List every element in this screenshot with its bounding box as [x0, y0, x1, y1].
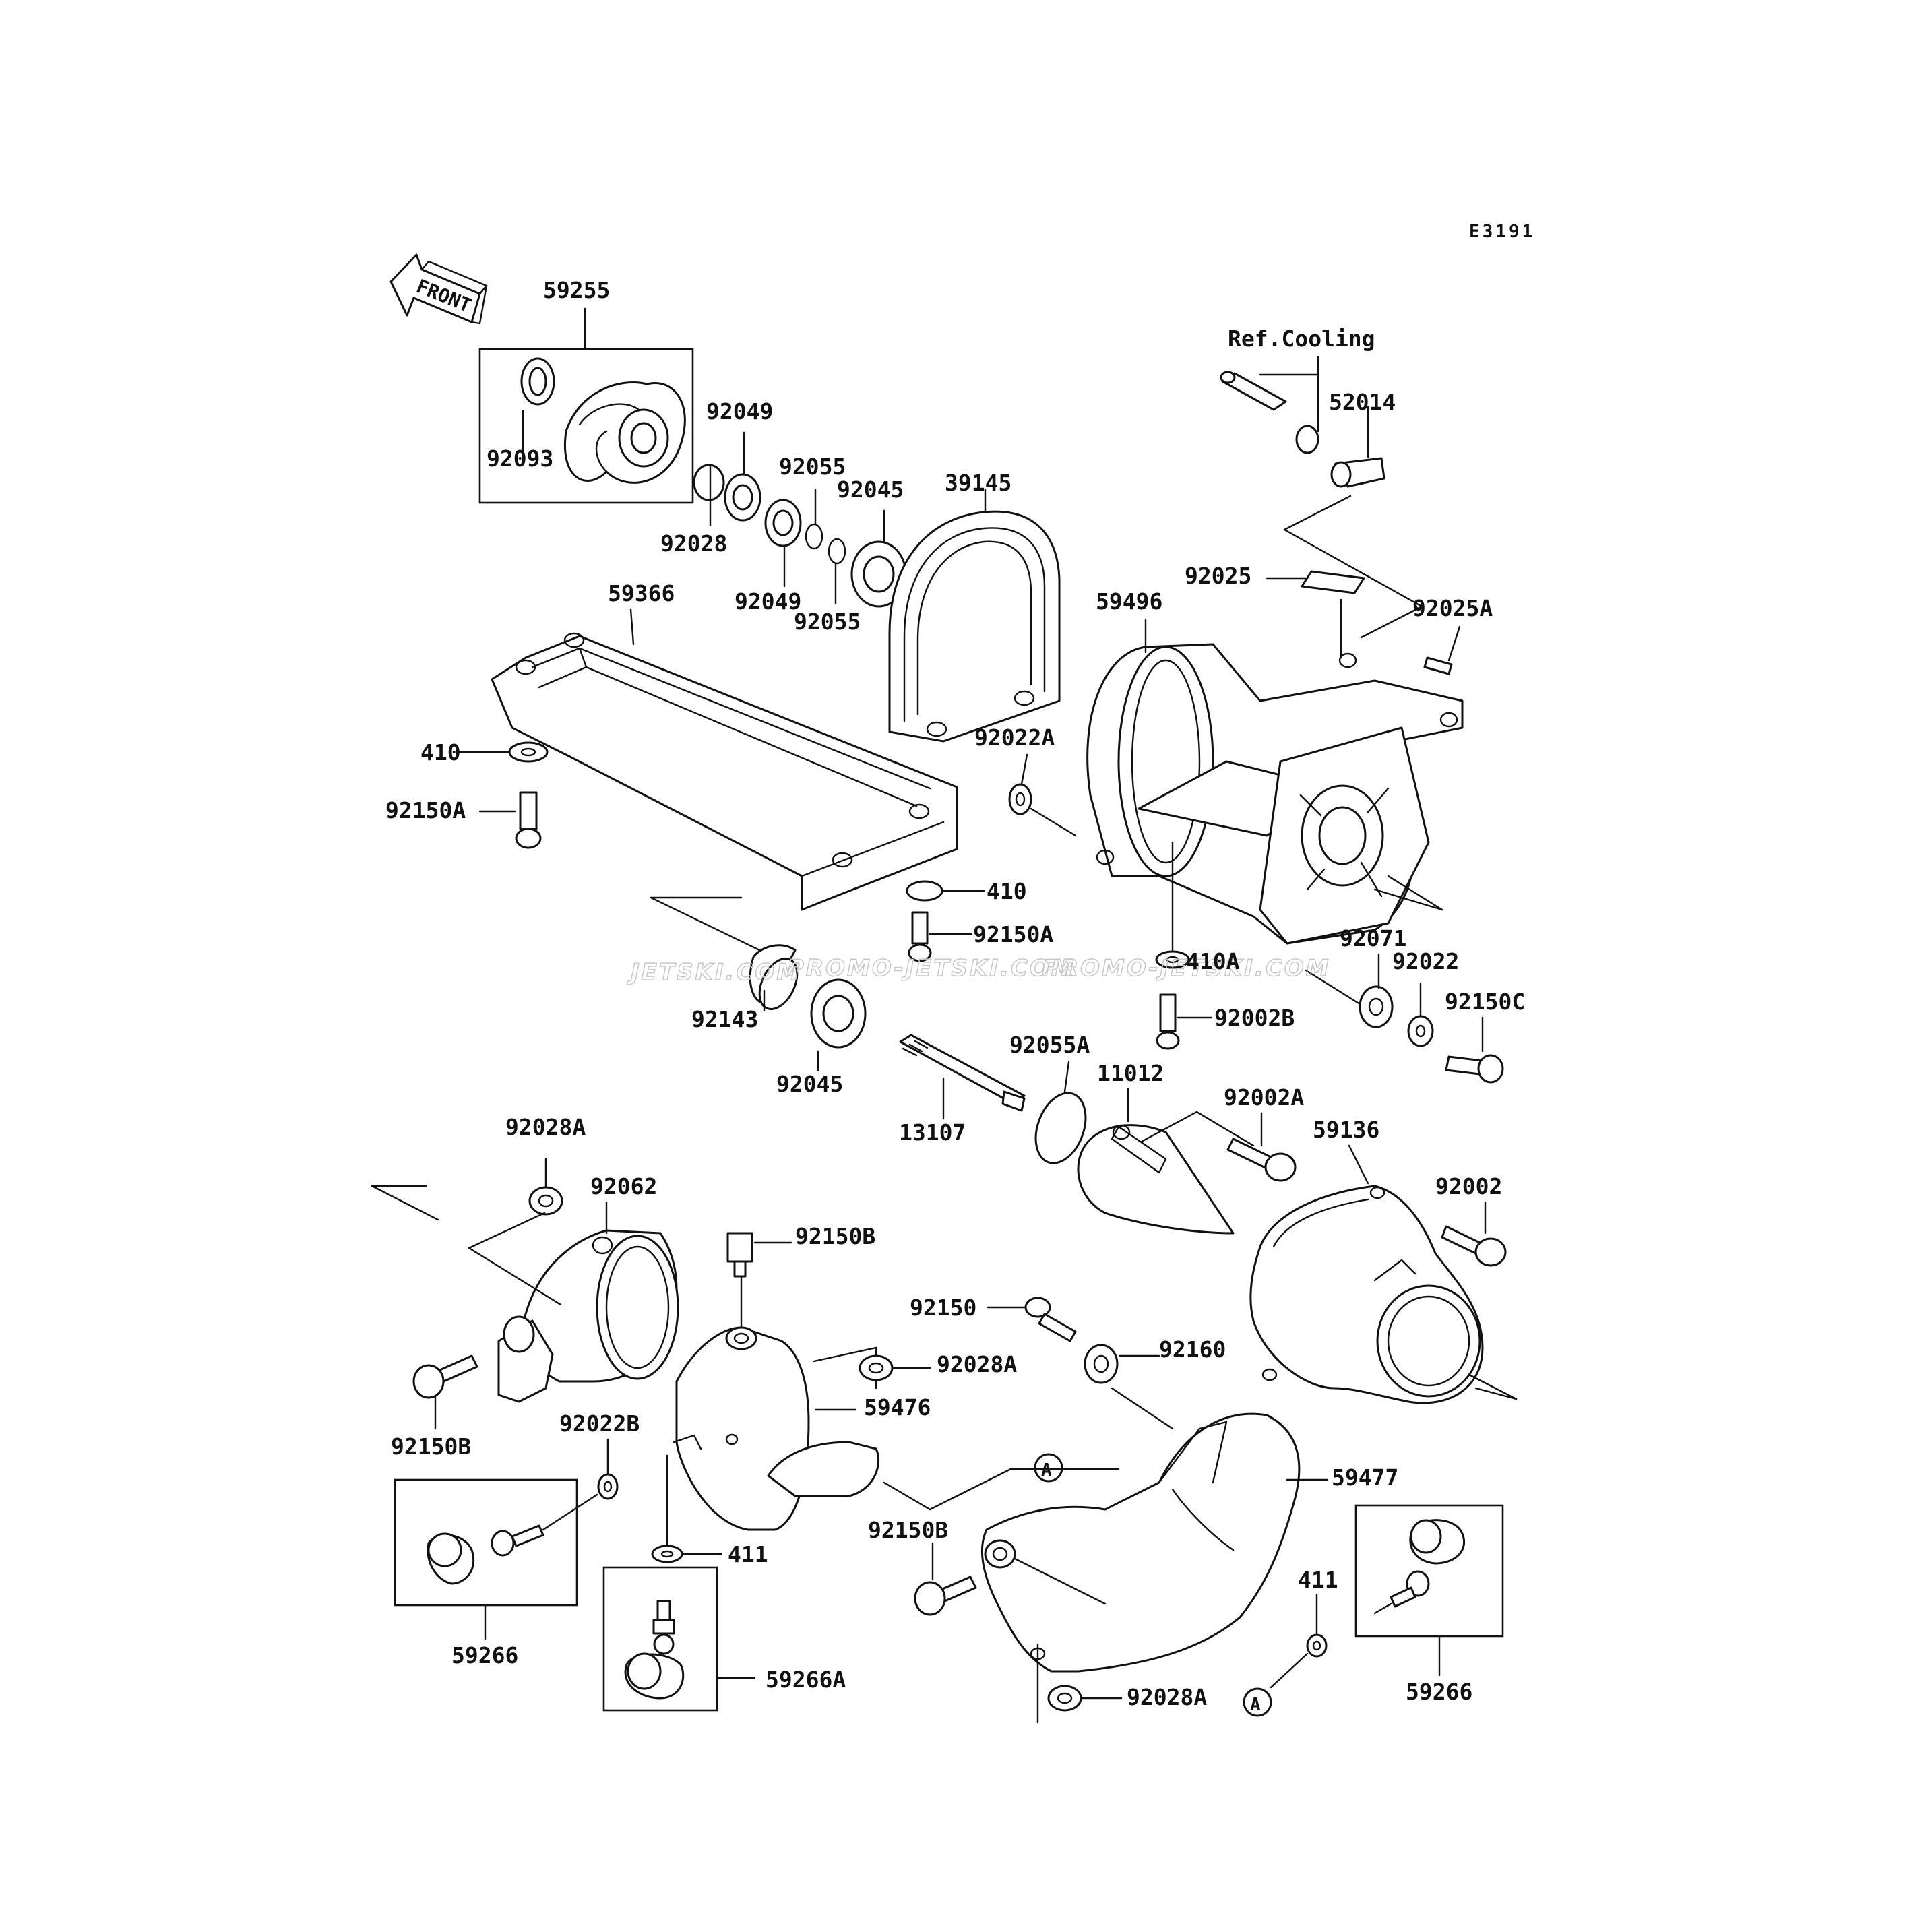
callout-92002b[interactable]: 92002B: [1214, 1005, 1295, 1031]
washers-right: [1008, 783, 1190, 969]
bolt-92150-bushing: [1024, 1297, 1119, 1384]
callout-92022a[interactable]: 92022A: [974, 724, 1055, 751]
callout-92045-bottom[interactable]: 92045: [776, 1071, 843, 1097]
callout-92045-top[interactable]: 92045: [837, 476, 904, 503]
pump-housing: [1086, 643, 1464, 945]
impeller-kit-box: [478, 348, 694, 504]
bracket-92062: [497, 1186, 679, 1403]
callout-labels: 59255 92093 92049 92028 92055 92045 9204…: [385, 277, 1525, 1710]
clip-plates: [1301, 570, 1453, 675]
connection-marker-a-upper: A: [1034, 1453, 1063, 1483]
washer-411-right: [1306, 1633, 1328, 1658]
drive-shaft: [899, 1034, 1026, 1112]
ref-cooling-label: Ref.Cooling: [1228, 325, 1375, 352]
bolt-92002b: [1156, 993, 1180, 1050]
trim-grip-left: [427, 1524, 544, 1585]
cooling-hose-fitting: [1220, 371, 1385, 488]
callout-59476[interactable]: 59476: [864, 1394, 931, 1421]
washers-left-lower: [597, 1473, 683, 1563]
callout-59477[interactable]: 59477: [1332, 1464, 1398, 1491]
callout-92093[interactable]: 92093: [487, 445, 553, 472]
callout-92150b-top[interactable]: 92150B: [795, 1223, 875, 1249]
callout-92002[interactable]: 92002: [1435, 1173, 1502, 1199]
callout-59496[interactable]: 59496: [1096, 588, 1162, 615]
stator-nozzle: [1077, 1124, 1235, 1235]
trim-grip-right: [1390, 1519, 1466, 1608]
callout-92160[interactable]: 92160: [1159, 1336, 1226, 1363]
callout-410a[interactable]: 410A: [1186, 948, 1240, 974]
rear-cover-59476: [673, 1326, 880, 1531]
callout-59266-right[interactable]: 59266: [1406, 1679, 1472, 1705]
bolt-92150b-top: [726, 1232, 753, 1278]
callout-92150a-left[interactable]: 92150A: [385, 797, 466, 823]
callout-39145[interactable]: 39145: [945, 470, 1011, 496]
callout-13107[interactable]: 13107: [899, 1119, 966, 1146]
diagram-code: E3191: [1469, 222, 1535, 242]
trim-kit-box-left: [394, 1478, 578, 1607]
reverse-bucket-59477: [981, 1412, 1301, 1673]
callout-411-right[interactable]: 411: [1298, 1567, 1338, 1593]
pump-frame: [491, 632, 958, 911]
impeller: [520, 357, 686, 484]
callout-92150[interactable]: 92150: [910, 1295, 976, 1321]
callout-92071[interactable]: 92071: [1340, 925, 1406, 952]
callout-92055-top[interactable]: 92055: [779, 454, 846, 480]
callout-92049-top[interactable]: 92049: [706, 398, 773, 425]
svg-text:A: A: [1041, 1460, 1052, 1481]
callout-92028[interactable]: 92028: [660, 530, 727, 557]
callout-411-left[interactable]: 411: [728, 1541, 768, 1567]
bolt-92150b-left: [412, 1354, 478, 1399]
callout-92150b-lower[interactable]: 92150B: [868, 1517, 948, 1543]
callout-92062[interactable]: 92062: [590, 1173, 657, 1199]
steering-nozzle: [1249, 1185, 1484, 1404]
callout-59136[interactable]: 59136: [1313, 1117, 1379, 1143]
callout-92143[interactable]: 92143: [691, 1006, 758, 1032]
trim-kit-box-a: [602, 1566, 718, 1712]
callout-59366[interactable]: 59366: [608, 580, 675, 606]
callout-11012[interactable]: 11012: [1097, 1060, 1164, 1086]
bolt-92002: [1441, 1225, 1507, 1267]
watermark-2: PROMO-JETSKI.COM: [787, 955, 1076, 982]
callout-92002a[interactable]: 92002A: [1224, 1084, 1304, 1111]
sleeve-bearing: [749, 944, 867, 1049]
watermark-1: JETSKI.COM: [627, 959, 801, 986]
callout-92025[interactable]: 92025: [1185, 563, 1251, 589]
callout-52014[interactable]: 52014: [1329, 389, 1396, 415]
callout-92150c[interactable]: 92150C: [1445, 989, 1525, 1015]
callout-92025a[interactable]: 92025A: [1412, 595, 1493, 621]
callout-92055a[interactable]: 92055A: [1009, 1032, 1090, 1058]
trim-kit-box-right: [1354, 1504, 1504, 1638]
callout-92022b[interactable]: 92022B: [559, 1410, 640, 1437]
washer-92028a-mid: [859, 1354, 894, 1381]
callout-92055-bottom[interactable]: 92055: [794, 609, 861, 635]
callout-92022[interactable]: 92022: [1392, 948, 1459, 974]
callout-410-left[interactable]: 410: [420, 739, 461, 766]
callout-92150a-mid[interactable]: 92150A: [973, 921, 1053, 947]
callout-92028a-lower[interactable]: 92028A: [1127, 1684, 1207, 1710]
pump-cover: [888, 510, 1061, 743]
bolt-92150b-lower: [914, 1576, 977, 1616]
callout-92150b-left[interactable]: 92150B: [391, 1433, 471, 1460]
svg-text:A: A: [1250, 1695, 1261, 1715]
connection-marker-a-lower: A: [1243, 1687, 1272, 1717]
callout-410-mid[interactable]: 410: [987, 878, 1027, 904]
callout-59255[interactable]: 59255: [543, 277, 610, 303]
watermark-3: PROMO-JETSKI.COM: [1042, 955, 1331, 982]
rear-mount-parts: [1359, 985, 1504, 1084]
o-ring: [1034, 1092, 1087, 1164]
washer-92028a-lower: [1047, 1685, 1082, 1712]
bearing-seals: [693, 464, 907, 608]
front-arrow-icon: FRONT: [389, 253, 488, 325]
washer-bolt-set: [508, 741, 943, 962]
callout-59266a[interactable]: 59266A: [766, 1666, 846, 1693]
callout-92049-bottom[interactable]: 92049: [735, 588, 801, 615]
trim-grip-a: [624, 1600, 685, 1700]
bolt-92002a: [1226, 1138, 1297, 1182]
callout-92028a-top[interactable]: 92028A: [505, 1114, 586, 1140]
callout-92028a-mid[interactable]: 92028A: [937, 1351, 1017, 1377]
callout-59266-left[interactable]: 59266: [451, 1642, 518, 1669]
